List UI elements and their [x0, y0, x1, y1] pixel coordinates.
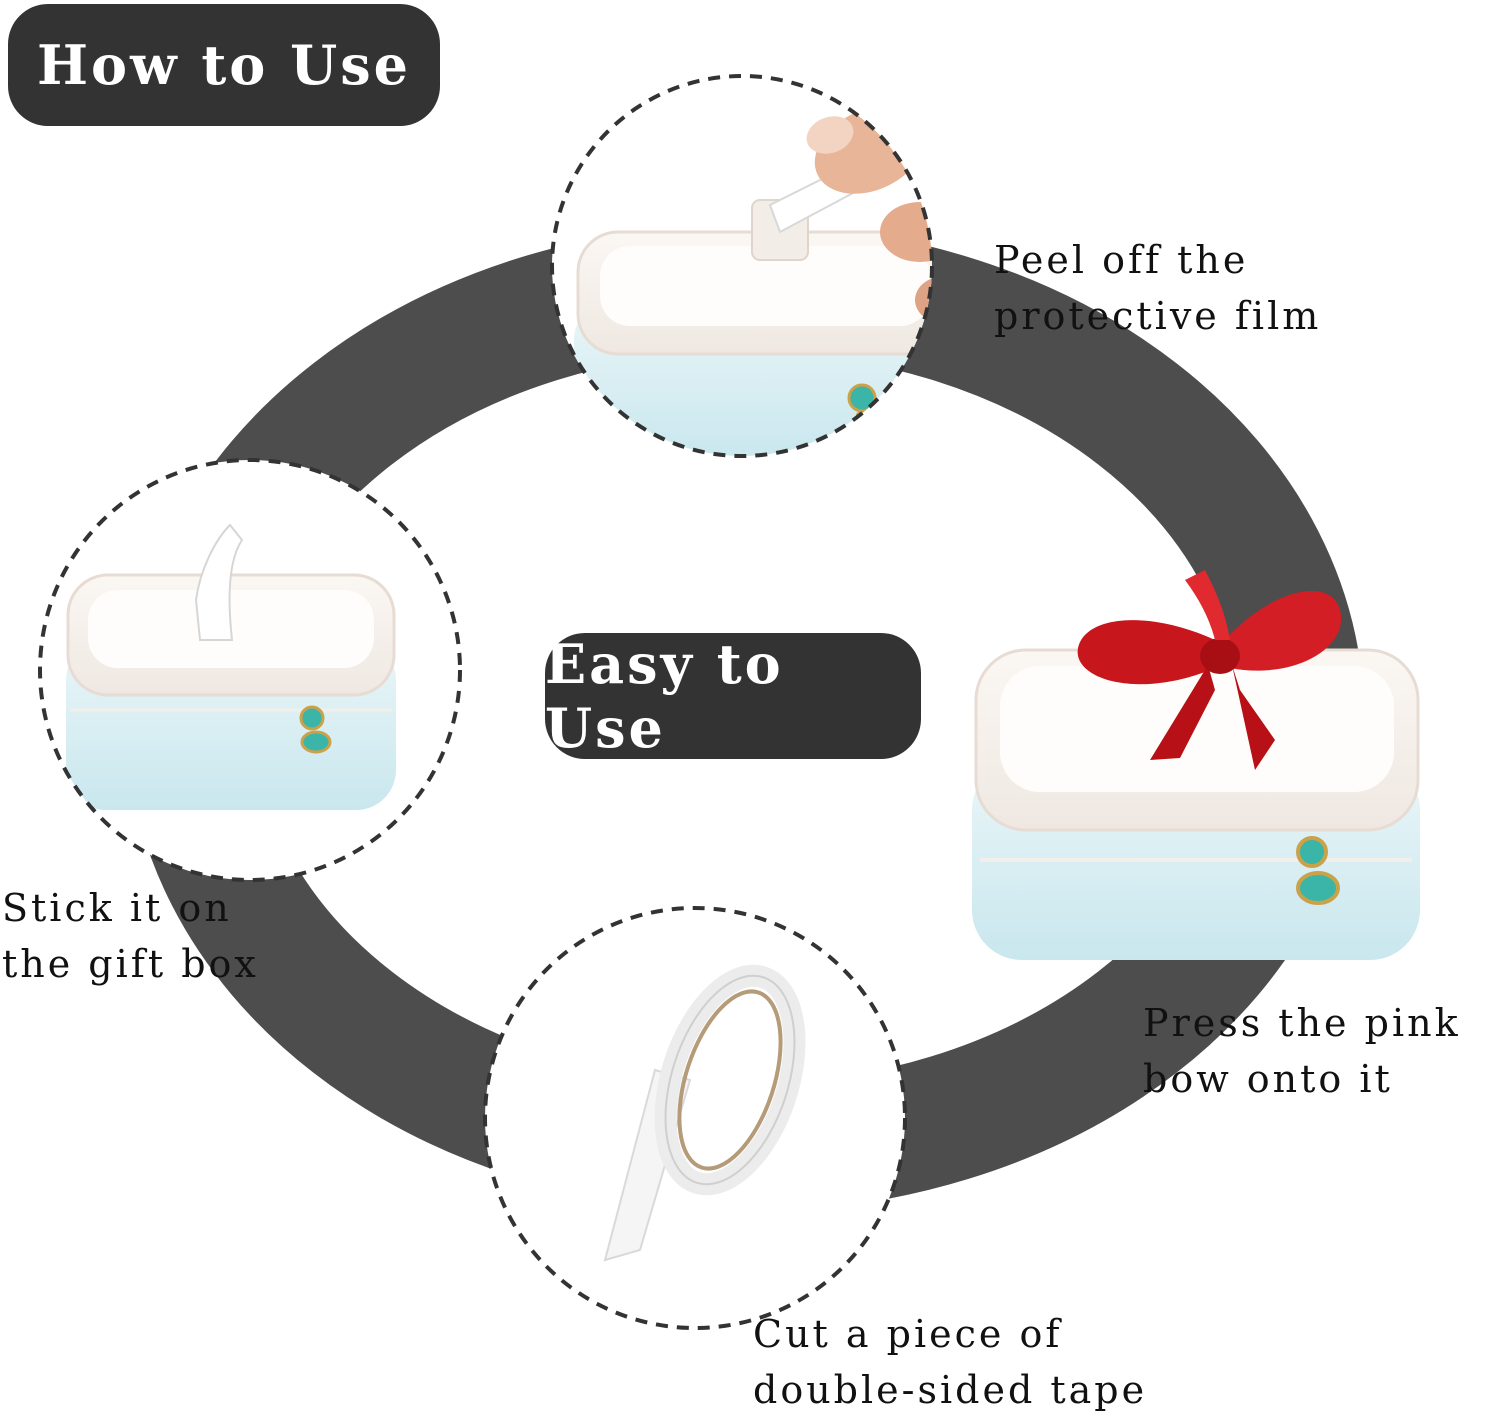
step-press-caption: Press the pink bow onto it [1143, 995, 1461, 1107]
step-stick-caption: Stick it on the gift box [2, 880, 259, 992]
step-press-line1: Press the pink [1143, 1001, 1461, 1045]
gift-box-with-tape-icon [38, 458, 462, 882]
step-stick-line2: the gift box [2, 942, 259, 986]
step-peel-line2: protective film [994, 294, 1322, 338]
peel-film-icon [550, 74, 934, 458]
gift-box-with-bow-icon [972, 570, 1420, 960]
easy-to-use-label: Easy to Use [545, 632, 921, 760]
step-cut-line2: double-sided tape [753, 1368, 1148, 1412]
step-press-line2: bow onto it [1143, 1057, 1393, 1101]
tape-roll-icon [483, 906, 907, 1330]
step-peel-caption: Peel off the protective film [994, 232, 1321, 344]
how-to-use-title: How to Use [8, 4, 440, 126]
step-peel-line1: Peel off the [994, 238, 1249, 282]
step-cut-caption: Cut a piece of double-sided tape [753, 1306, 1147, 1418]
step-cut-line1: Cut a piece of [753, 1312, 1063, 1356]
step-stick-line1: Stick it on [2, 886, 232, 930]
